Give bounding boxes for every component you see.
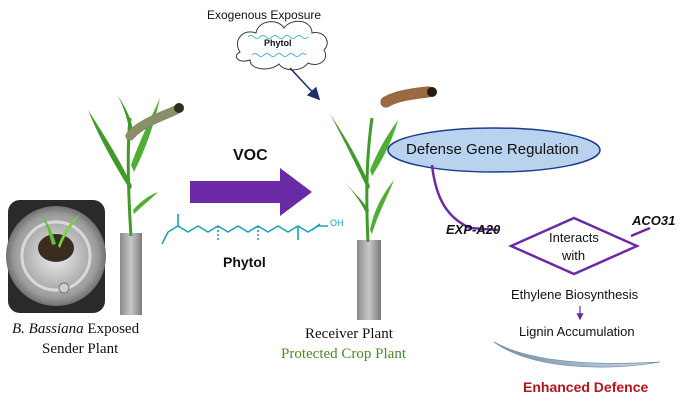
voc-label: VOC (233, 147, 268, 164)
sender-label-line1: B. Bassiana Exposed (12, 321, 139, 338)
lignin-label: Lignin Accumulation (519, 324, 635, 339)
receiver-pot (357, 240, 381, 320)
sender-label-line2: Sender Plant (42, 341, 119, 357)
gene-left-label: EXP-A20 (446, 222, 501, 237)
fungus-dish-photo (6, 200, 106, 313)
gene-connector (630, 226, 651, 238)
receiver-plant (330, 114, 398, 320)
regulation-connector (430, 164, 499, 232)
gene-right-label: ACO31 (632, 213, 676, 228)
sender-exposed: Exposed (83, 321, 140, 337)
interaction-diamond (507, 216, 641, 276)
receiver-label: Receiver Plant (305, 326, 393, 342)
oh-label: OH (330, 218, 344, 228)
caterpillar-right (380, 86, 437, 108)
outcome-label: Enhanced Defence (523, 379, 649, 395)
protected-label: Protected Crop Plant (281, 346, 406, 362)
voc-transfer-arrow (190, 168, 312, 216)
cloud-phytol-label: Phytol (264, 38, 292, 48)
sender-species: B. Bassiana (12, 321, 84, 337)
phytol-molecule (161, 214, 328, 245)
phytol-label: Phytol (223, 254, 266, 270)
diamond-line1: Interacts (549, 230, 599, 245)
regulation-ellipse (387, 127, 601, 173)
regulation-label: Defense Gene Regulation (406, 141, 579, 158)
sender-pot (120, 233, 142, 315)
lignin-curve (493, 341, 661, 368)
exposure-label: Exogenous Exposure (207, 8, 322, 22)
exposure-arrow (289, 67, 321, 101)
diamond-line2: with (562, 248, 586, 263)
caterpillar-left (125, 103, 184, 141)
ethylene-label: Ethylene Biosynthesis (511, 287, 639, 302)
phytol-cloud (235, 20, 328, 71)
